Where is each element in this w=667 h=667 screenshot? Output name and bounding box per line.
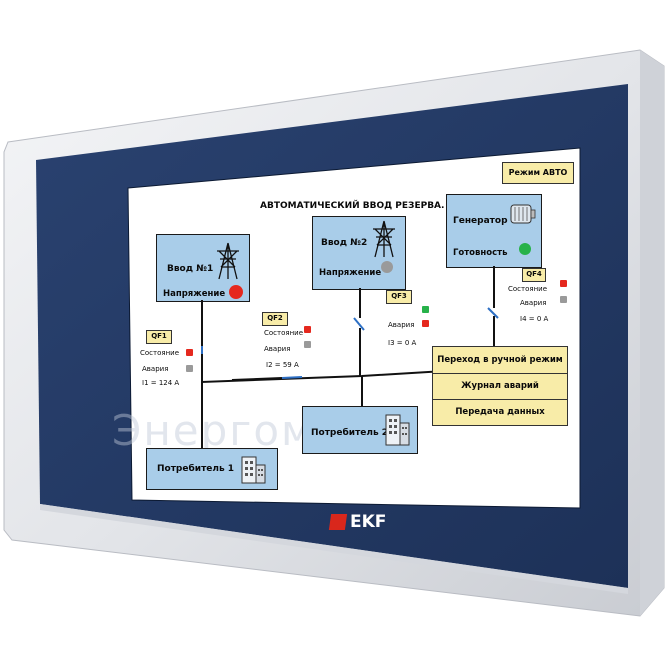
alarm-log-button[interactable]: Журнал аварий <box>433 373 567 400</box>
qf2-label: QF2 <box>267 314 283 322</box>
generator-ready-label: Готовность <box>453 248 508 258</box>
consumer-1-panel[interactable]: Потребитель 1 <box>146 448 278 490</box>
power-tower-icon <box>217 242 239 280</box>
building-icon <box>241 456 266 484</box>
qf3-state-indicator <box>422 306 429 313</box>
qf1-current: I1 = 124 A <box>142 379 180 387</box>
manual-mode-button[interactable]: Переход в ручной режим <box>433 347 567 374</box>
brand-logo: EKF <box>328 512 410 534</box>
mode-badge-label: Режим АВТО <box>508 168 568 177</box>
qf4-state-label: Состояние <box>508 285 548 293</box>
qf4-label: QF4 <box>526 270 542 278</box>
input-2-title: Ввод №2 <box>321 238 368 248</box>
building-icon <box>385 414 410 446</box>
data-transfer-label: Передача данных <box>455 407 545 417</box>
qf2-alarm-indicator <box>304 341 311 348</box>
manual-mode-label: Переход в ручной режим <box>437 355 563 365</box>
single-line-diagram <box>201 266 499 450</box>
mode-badge[interactable]: Режим АВТО <box>502 162 574 184</box>
consumer-1-title: Потребитель 1 <box>157 464 235 474</box>
qf1-alarm-label: Авария <box>142 365 169 373</box>
qf2-current: I2 = 59 A <box>266 361 299 369</box>
generator-icon <box>510 204 536 224</box>
brand-name: EKF <box>350 512 387 532</box>
consumer-2-panel[interactable]: Потребитель 2 <box>302 406 418 454</box>
qf3-alarm-label: Авария <box>388 321 415 329</box>
input-2-voltage-label: Напряжение <box>319 268 382 278</box>
qf1-state-label: Состояние <box>140 349 180 357</box>
qf4-state-indicator <box>560 280 567 287</box>
alarm-log-label: Журнал аварий <box>461 381 539 391</box>
qf2-state-indicator <box>304 326 311 333</box>
qf2-state-label: Состояние <box>264 329 304 337</box>
input-2-voltage-indicator <box>381 261 393 273</box>
qf4-alarm-label: Авария <box>520 299 547 307</box>
qf3-current: I3 = 0 A <box>388 339 417 347</box>
qf3-label: QF3 <box>391 292 407 300</box>
hmi-screen: Энергомост АВТОМАТИЧЕСКИЙ ВВОД РЕЗЕРВА. … <box>112 150 580 506</box>
qf1-alarm-indicator <box>186 365 193 372</box>
generator-title: Генератор <box>453 216 508 226</box>
ekf-logo-icon <box>328 514 348 530</box>
menu-panel: Переход в ручной режим Журнал аварий Пер… <box>432 346 568 426</box>
qf3-alarm-indicator <box>422 320 429 327</box>
qf1-label: QF1 <box>151 332 167 340</box>
input-1-voltage-label: Напряжение <box>163 289 226 299</box>
input-1-title: Ввод №1 <box>167 264 214 274</box>
input-1-panel[interactable]: Ввод №1 Напряжение <box>156 234 250 302</box>
consumer-2-title: Потребитель 2 <box>311 428 389 438</box>
qf2-tag[interactable]: QF2 <box>262 312 288 326</box>
qf3-tag[interactable]: QF3 <box>386 290 412 304</box>
qf2-alarm-label: Авария <box>264 345 291 353</box>
input-1-voltage-indicator <box>229 285 243 299</box>
generator-ready-indicator <box>519 243 531 255</box>
input-2-panel[interactable]: Ввод №2 Напряжение <box>312 216 406 290</box>
qf1-state-indicator <box>186 349 193 356</box>
power-tower-icon <box>373 220 395 258</box>
qf4-current: I4 = 0 A <box>520 315 549 323</box>
qf4-tag[interactable]: QF4 <box>522 268 546 282</box>
page-title: АВТОМАТИЧЕСКИЙ ВВОД РЕЗЕРВА. ВРУ №1477 <box>260 201 507 211</box>
qf4-alarm-indicator <box>560 296 567 303</box>
qf1-tag[interactable]: QF1 <box>146 330 172 344</box>
data-transfer-button[interactable]: Передача данных <box>433 399 567 425</box>
